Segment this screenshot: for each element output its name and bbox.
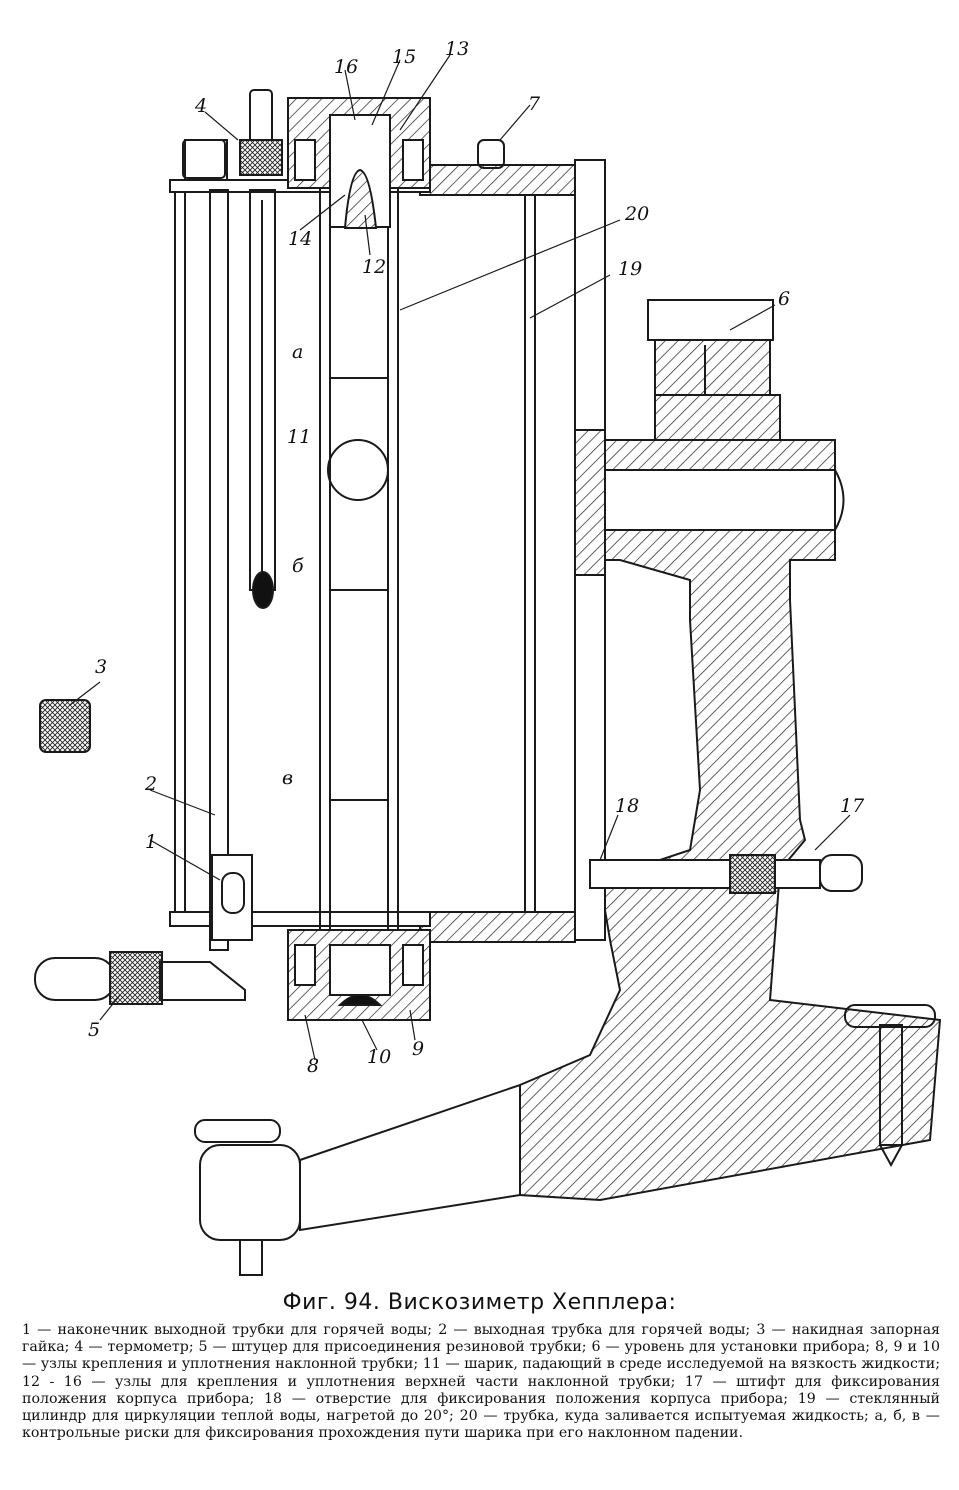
label-19: 19: [618, 258, 642, 280]
label-16: 16: [334, 56, 358, 78]
figure-title: Фиг. 94. Вискозиметр Хепплера:: [282, 1290, 677, 1315]
top-nut: [182, 139, 226, 179]
label-2: 2: [144, 773, 157, 795]
viscometer-drawing: 1 2 3 4 5 6 7 8 9 10 11 12 13 14 15 16 1…: [34, 38, 942, 1276]
leveling-screw-left: [194, 1083, 521, 1276]
label-15: 15: [392, 46, 416, 68]
label-7: 7: [528, 93, 541, 115]
label-9: 9: [412, 1038, 424, 1060]
top-cap: [287, 97, 431, 229]
leader-lines: [69, 54, 851, 1061]
leveling-screw-right: [844, 1004, 936, 1168]
inner-tube-20: [319, 119, 399, 1001]
part-labels: 1 2 3 4 5 6 7 8 9 10 11 12 13 14 15 16 1…: [88, 38, 865, 1077]
label-8: 8: [307, 1055, 319, 1077]
label-5: 5: [88, 1019, 100, 1041]
label-b: б: [292, 555, 304, 577]
label-17: 17: [840, 795, 865, 817]
label-12: 12: [362, 256, 386, 278]
figure-legend: 1 — наконечник выходной трубки для горяч…: [22, 1322, 940, 1442]
label-10: 10: [367, 1046, 391, 1068]
union-nut-3: [39, 699, 91, 753]
pin-17: [589, 854, 863, 894]
label-14: 14: [288, 228, 312, 250]
label-11: 11: [287, 426, 311, 448]
ball-11: [327, 439, 389, 501]
pin-7: [477, 139, 505, 169]
level-6: [647, 299, 781, 441]
label-20: 20: [624, 203, 649, 225]
outlet-tube-2: [184, 139, 253, 951]
label-1: 1: [145, 831, 157, 853]
thermometer-4: [239, 89, 283, 609]
label-3: 3: [95, 656, 107, 678]
glass-cylinder-19: [169, 164, 576, 943]
label-13: 13: [445, 38, 469, 60]
label-6: 6: [778, 288, 790, 310]
label-18: 18: [615, 795, 639, 817]
nozzle-5: [34, 951, 246, 1005]
label-4: 4: [194, 95, 207, 117]
label-a: а: [292, 341, 303, 363]
bottom-cap: [287, 929, 431, 1021]
label-v: в: [282, 767, 293, 789]
